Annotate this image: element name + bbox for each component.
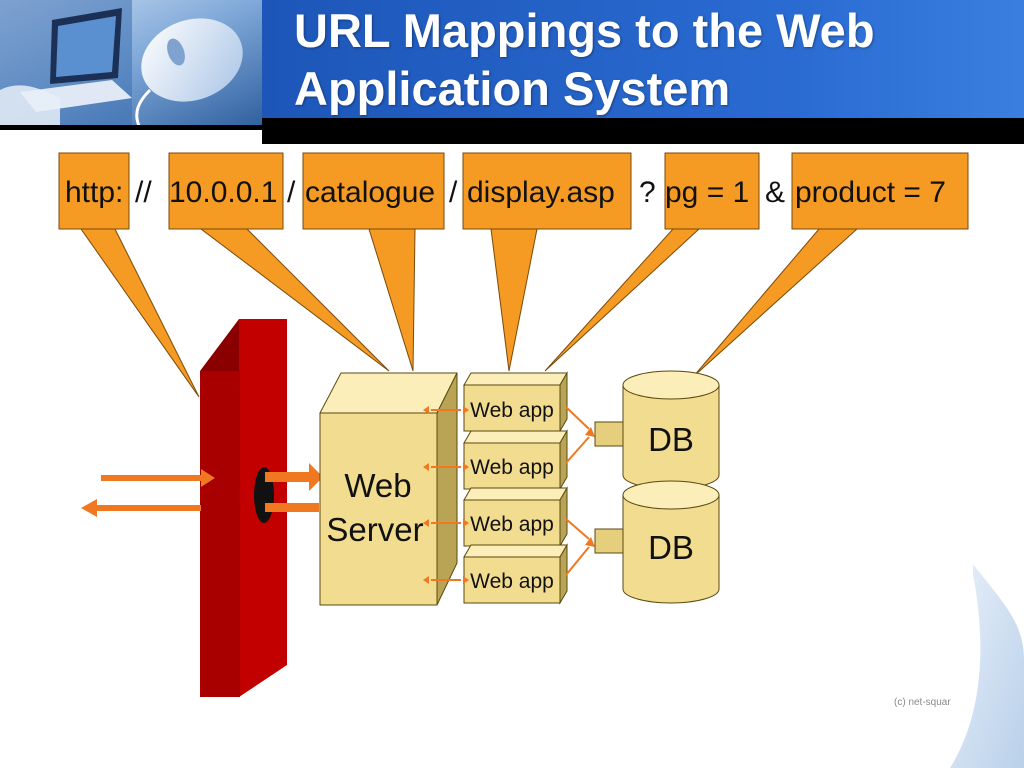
callout-resource — [462, 152, 632, 230]
callout-host — [168, 152, 284, 230]
slide-title: URL Mappings to the Web Application Syst… — [294, 4, 875, 115]
url-host: 10.0.0.1 — [169, 176, 277, 209]
url-param-product: product = 7 — [795, 176, 946, 209]
db-label: DB — [648, 421, 694, 458]
copyright-note: (c) net-squar — [894, 697, 951, 708]
url-protocol: http: — [65, 176, 123, 209]
server-app-arrows — [423, 406, 469, 584]
url-query-sep: ? — [639, 176, 656, 209]
header-divider — [0, 125, 262, 130]
web-app-4: Web app — [463, 543, 568, 605]
url-mapping-diagram: http: // 10.0.0.1 / catalogue / display.… — [58, 152, 969, 697]
db-label: DB — [648, 529, 694, 566]
url-param-pg: pg = 1 — [665, 176, 749, 209]
pointer-path — [368, 228, 416, 372]
callout-param1 — [664, 152, 760, 230]
server-inbound-arrows — [265, 463, 323, 512]
title-band — [262, 0, 1024, 118]
client-arrows — [81, 469, 215, 517]
url-sep-slashes: // — [135, 176, 152, 209]
pointer-param2 — [692, 228, 859, 378]
web-server: Web Server — [319, 372, 458, 606]
title-underline-bar — [262, 118, 1024, 144]
web-server-label-line1: Web — [344, 467, 411, 504]
url-sep-slash-1: / — [287, 176, 296, 209]
url-resource: display.asp — [467, 176, 615, 209]
web-app-3: Web app — [463, 486, 568, 548]
web-app-label: Web app — [470, 570, 554, 593]
url-sep-slash-2: / — [449, 176, 458, 209]
pointer-protocol — [80, 228, 200, 398]
callout-protocol — [58, 152, 130, 230]
web-server-label-line2: Server — [326, 511, 423, 548]
web-app-2: Web app — [463, 429, 568, 491]
db-connectors — [594, 421, 624, 554]
firewall — [200, 319, 287, 697]
mouse-icon — [135, 18, 243, 128]
web-app-label: Web app — [470, 399, 554, 422]
callout-path — [302, 152, 445, 230]
url-ampersand: & — [765, 176, 785, 209]
callout-pointers — [80, 228, 859, 398]
web-app-1: Web app — [463, 371, 568, 433]
pointer-resource — [490, 228, 538, 372]
decorative-swoosh — [950, 560, 1024, 768]
app-db-arrows — [565, 406, 595, 576]
callout-boxes — [58, 152, 969, 230]
header-photo — [0, 0, 262, 128]
diagram-panel: http: // 10.0.0.1 / catalogue / display.… — [51, 145, 973, 707]
callout-param2 — [791, 152, 969, 230]
db-cylinder-1: DB — [622, 370, 720, 490]
db-cylinder-2: DB — [622, 480, 720, 604]
url-path: catalogue — [305, 176, 435, 209]
web-app-label: Web app — [470, 513, 554, 536]
web-app-label: Web app — [470, 456, 554, 479]
pointer-param1 — [544, 228, 701, 372]
